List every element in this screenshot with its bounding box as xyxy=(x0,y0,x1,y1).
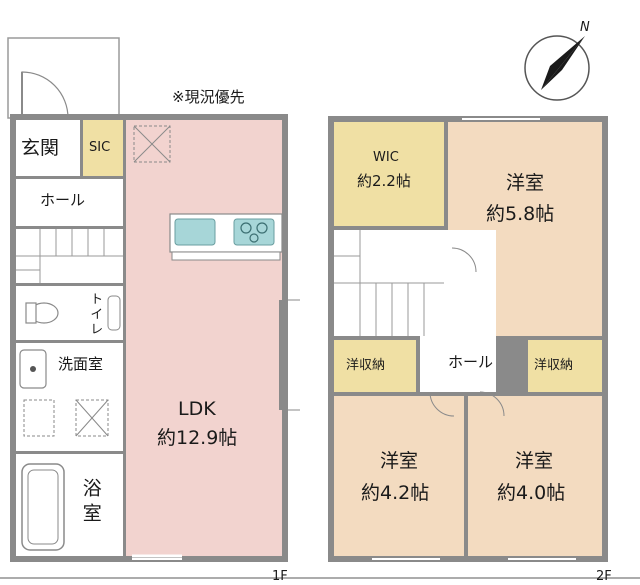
room-washroom: 洗面室 xyxy=(58,355,104,373)
note-current-state: ※現況優先 xyxy=(172,88,245,106)
western-c-area xyxy=(468,396,602,556)
western-b-area xyxy=(334,396,464,556)
room-closet-left: 洋収納 xyxy=(346,358,386,373)
room-sic: SIC xyxy=(89,140,111,155)
room-western-c-name: 洋室 xyxy=(515,450,554,472)
room-western-a-size: 約5.8帖 xyxy=(486,203,555,225)
hall-2f-extension xyxy=(444,230,496,290)
room-wic-size: 約2.2帖 xyxy=(357,172,411,190)
room-ldk-size: 約12.9帖 xyxy=(157,427,238,449)
room-hall-2f: ホール xyxy=(448,353,494,371)
kitchen-stove xyxy=(233,218,275,246)
bathtub xyxy=(21,463,65,551)
compass-north-label: N xyxy=(580,20,590,35)
floor2-label: 2F xyxy=(596,569,612,584)
kitchen-sink xyxy=(174,218,216,246)
toilet-sink xyxy=(107,295,121,331)
genkan-area xyxy=(16,120,80,176)
room-ldk-name: LDK xyxy=(178,398,216,420)
room-bath: 浴室 xyxy=(79,478,102,528)
room-western-b-name: 洋室 xyxy=(380,450,419,472)
entrance-door-swing xyxy=(21,71,69,119)
floor1-label: 1F xyxy=(272,569,288,584)
fridge-space xyxy=(133,125,171,163)
room-western-a-name: 洋室 xyxy=(506,172,545,194)
closet-left-area xyxy=(334,340,416,392)
entrance-porch xyxy=(7,37,120,119)
room-hall-1f: ホール xyxy=(40,191,86,209)
room-toilet: トイレ xyxy=(87,292,103,337)
stairs-2f-steps xyxy=(334,230,444,336)
hall-area xyxy=(16,179,123,226)
stairs-1f-steps xyxy=(16,229,123,283)
closet-right-area xyxy=(528,340,602,392)
wic-area xyxy=(334,122,444,226)
sic-area xyxy=(83,120,123,176)
ldk-area xyxy=(126,120,282,556)
room-genkan: 玄関 xyxy=(21,137,60,159)
hall-2f xyxy=(420,276,496,392)
room-western-b-size: 約4.2帖 xyxy=(361,482,430,504)
room-wic-name: WIC xyxy=(373,150,399,165)
washer-space xyxy=(23,399,55,437)
room-closet-right: 洋収納 xyxy=(534,358,574,373)
compass xyxy=(524,35,590,101)
room-western-c-size: 約4.0帖 xyxy=(497,482,566,504)
